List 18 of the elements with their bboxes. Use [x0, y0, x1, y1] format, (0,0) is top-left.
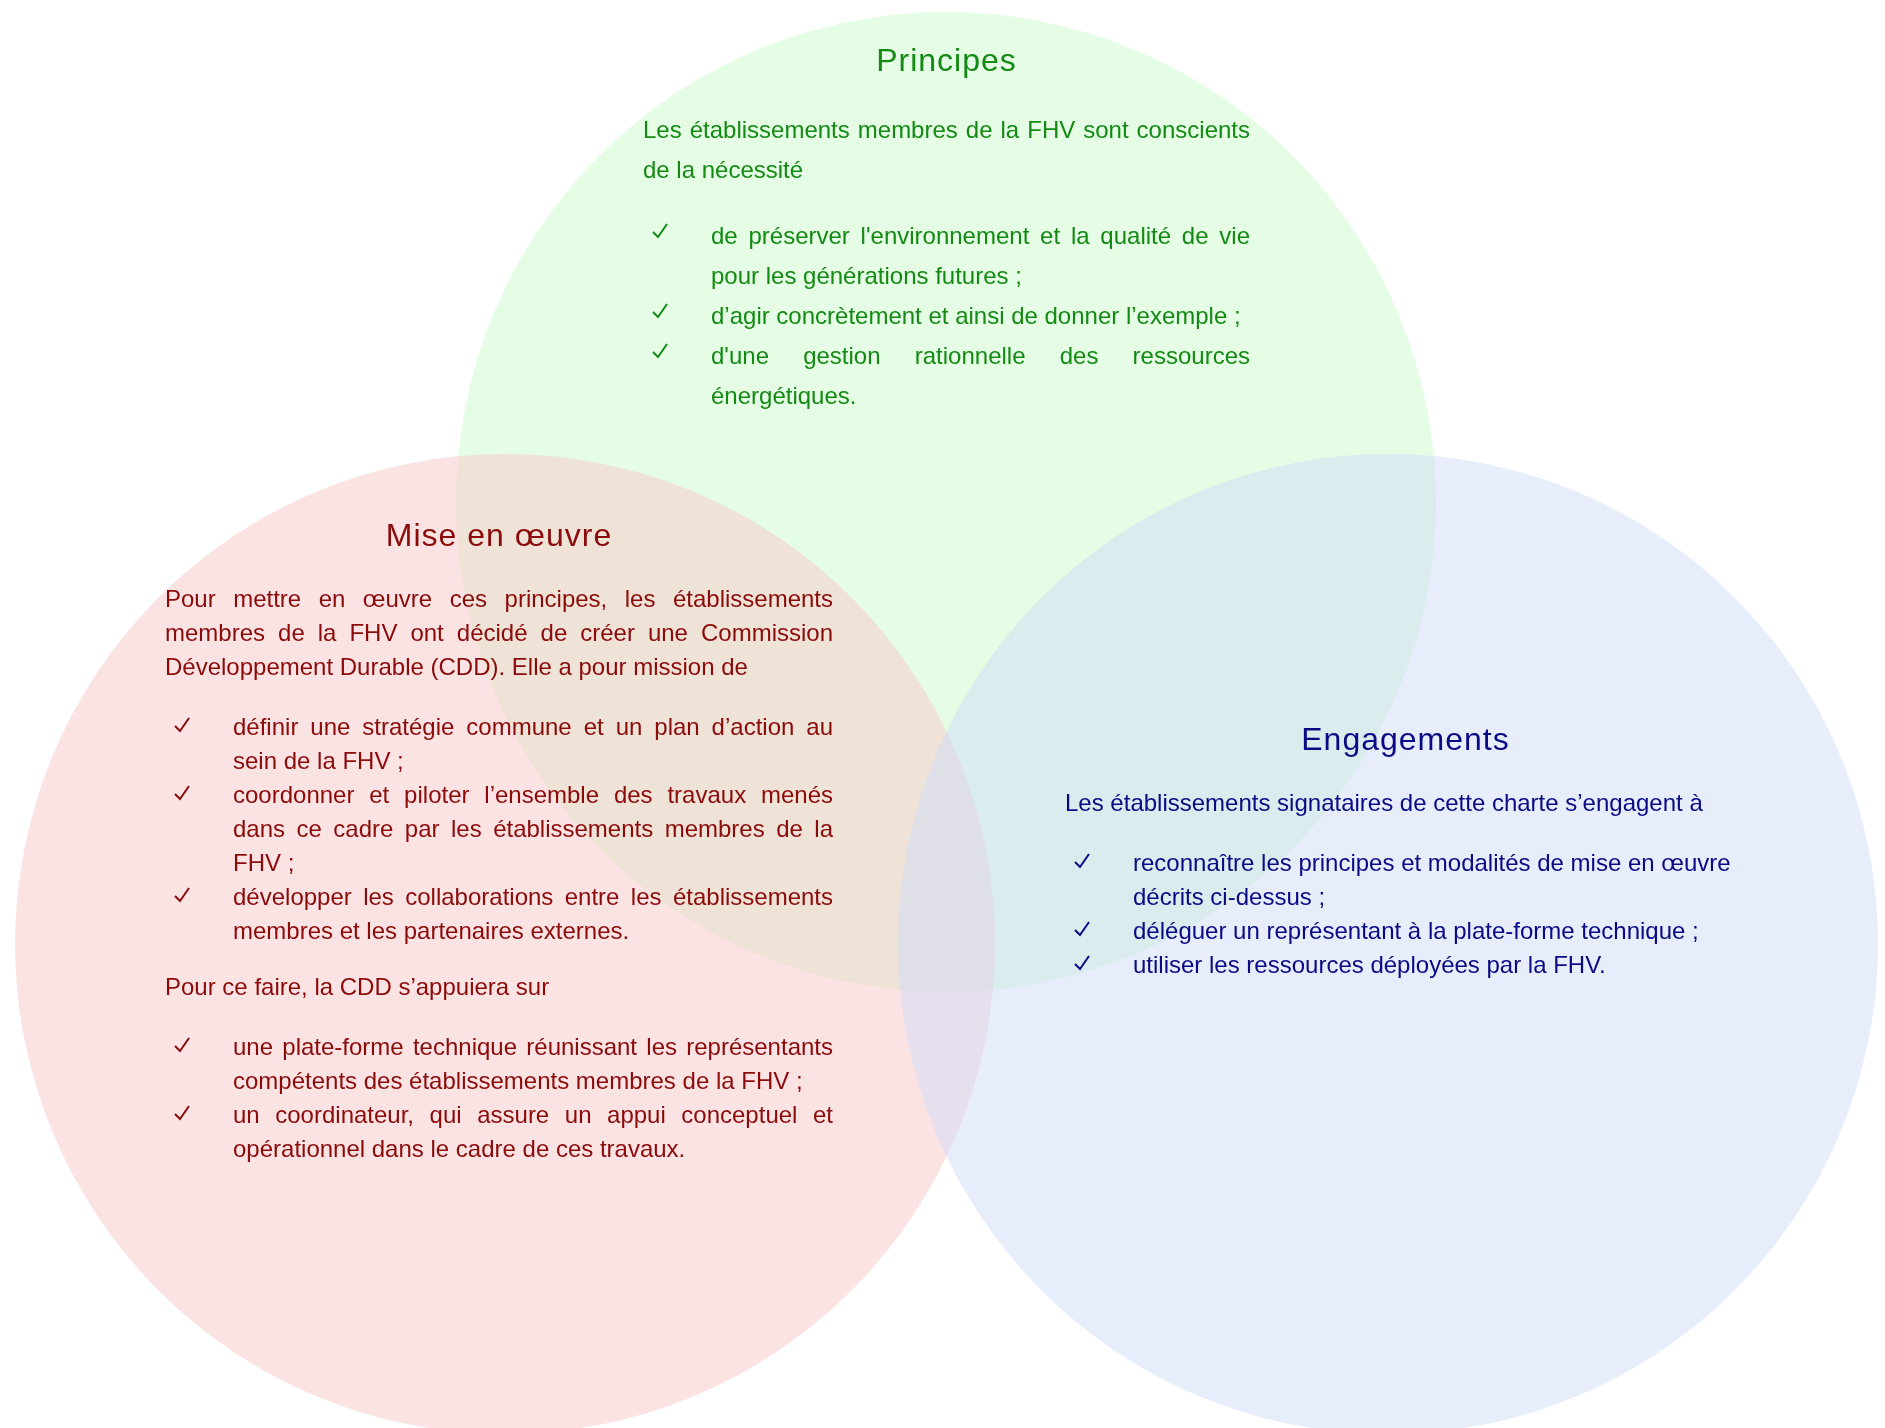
bullet-item: coordonner et piloter l’ensemble des travaux menés dans ce cadre par les établissements membres de la FHV ;: [233, 780, 833, 878]
bullet-item: utiliser les ressources déployées par la FHV.: [1133, 950, 1607, 980]
bullet-item: reconnaître les principes et modalités de mise en œuvre décrits ci-dessus ;: [1133, 848, 1732, 912]
circle-title: Mise en œuvre: [384, 518, 614, 552]
body-paragraph: Les établissements signataires de cette charte s’engagent à: [1065, 788, 1704, 818]
body-paragraph: Pour mettre en œuvre ces principes, les établissements membres de la FHV ont décidé de créer une Commission Développement Durable (CDD). Elle a pour mission de: [165, 584, 833, 682]
body-paragraph: Les établissements membres de la FHV sont conscients de la nécessité: [643, 115, 1250, 185]
bullet-item: d’agir concrètement et ainsi de donner l’exemple ;: [711, 301, 1242, 331]
body-paragraph: Pour ce faire, la CDD s’appuiera sur: [165, 972, 551, 1002]
circle-title: Engagements: [1300, 722, 1511, 756]
bullet-item: une plate-forme technique réunissant les représentants compétents des établissements membres de la FHV ;: [233, 1032, 833, 1096]
bullet-item: de préserver l'environnement et la qualité de vie pour les générations futures ;: [711, 221, 1250, 291]
bullet-item: définir une stratégie commune et un plan d’action au sein de la FHV ;: [233, 712, 833, 776]
bullet-item: développer les collaborations entre les établissements membres et les partenaires externes.: [233, 882, 833, 946]
circle-title: Principes: [875, 41, 1018, 80]
bullet-item: déléguer un représentant à la plate-forme technique ;: [1133, 916, 1700, 946]
bullet-item: d'une gestion rationnelle des ressources énergétiques.: [711, 341, 1250, 411]
bullet-item: un coordinateur, qui assure un appui conceptuel et opérationnel dans le cadre de ces travaux.: [233, 1100, 833, 1164]
